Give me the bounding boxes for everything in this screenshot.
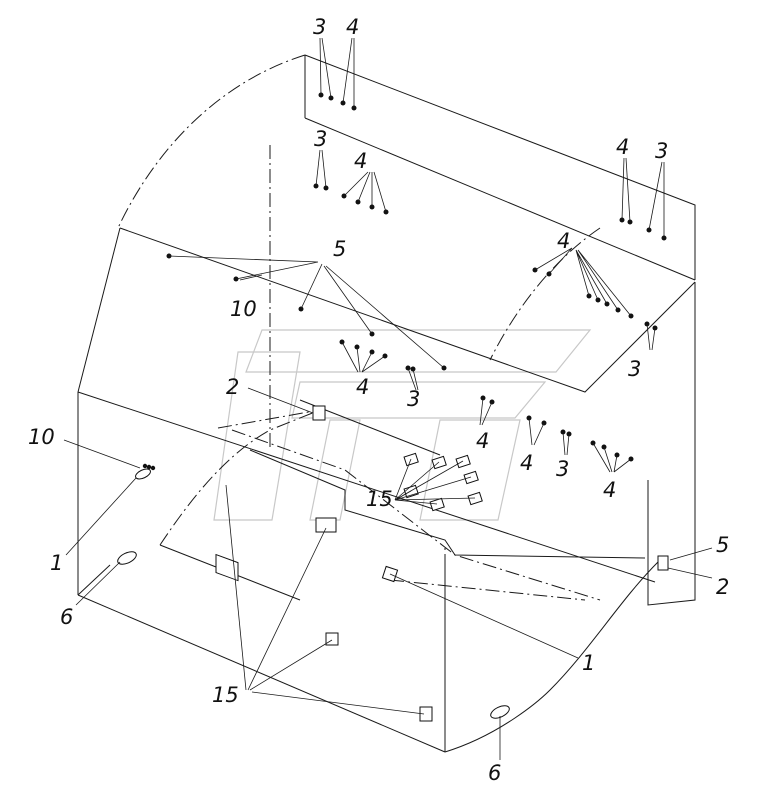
callout-3-side: 3 bbox=[628, 357, 641, 381]
pad-15a bbox=[215, 553, 239, 582]
callout-10-upper: 10 bbox=[230, 297, 257, 321]
callout-2-left: 2 bbox=[226, 375, 239, 399]
callout-15-panel: 15 bbox=[366, 487, 393, 511]
callout-4-center-b: 4 bbox=[520, 451, 533, 475]
callout-3-roof: 3 bbox=[314, 127, 327, 151]
callout-labels: 3 4 3 4 4 3 5 10 4 2 4 3 3 4 4 3 4 15 10… bbox=[28, 15, 729, 785]
pad-15e bbox=[419, 706, 433, 722]
pad-15d bbox=[325, 632, 339, 646]
pad-15b bbox=[315, 517, 337, 533]
cab-outline bbox=[77, 54, 696, 753]
connector-parts bbox=[117, 405, 669, 722]
block-connector-2 bbox=[312, 405, 326, 421]
callout-3-right: 3 bbox=[655, 139, 668, 163]
callout-4-roof: 4 bbox=[354, 149, 367, 173]
callout-6-left: 6 bbox=[60, 605, 73, 629]
callout-3-center: 3 bbox=[556, 457, 569, 481]
callout-4-top: 4 bbox=[346, 15, 359, 39]
leader-lines bbox=[63, 37, 713, 760]
callout-4-center: 4 bbox=[476, 429, 489, 453]
callout-1-left: 1 bbox=[50, 551, 63, 575]
switch-1 bbox=[135, 468, 151, 480]
block-connector-2b bbox=[657, 555, 669, 571]
callout-15-bottom: 15 bbox=[212, 683, 239, 707]
lamp-6b bbox=[490, 705, 510, 719]
callout-5-upper: 5 bbox=[333, 237, 346, 261]
callout-2-right: 2 bbox=[716, 575, 729, 599]
callout-4-mid-right: 4 bbox=[557, 229, 570, 253]
callout-10-left: 10 bbox=[28, 425, 55, 449]
callout-5-right: 5 bbox=[716, 533, 729, 557]
callout-6-bottom: 6 bbox=[488, 761, 501, 785]
watermark-logo bbox=[213, 329, 592, 521]
callout-3-top: 3 bbox=[313, 15, 326, 39]
lamp-6 bbox=[117, 551, 137, 565]
callout-4-right: 4 bbox=[616, 135, 629, 159]
callout-4-lower-right: 4 bbox=[603, 478, 616, 502]
callout-4-mid: 4 bbox=[356, 375, 369, 399]
callout-3-mid: 3 bbox=[407, 387, 420, 411]
callout-1-right: 1 bbox=[582, 651, 595, 675]
